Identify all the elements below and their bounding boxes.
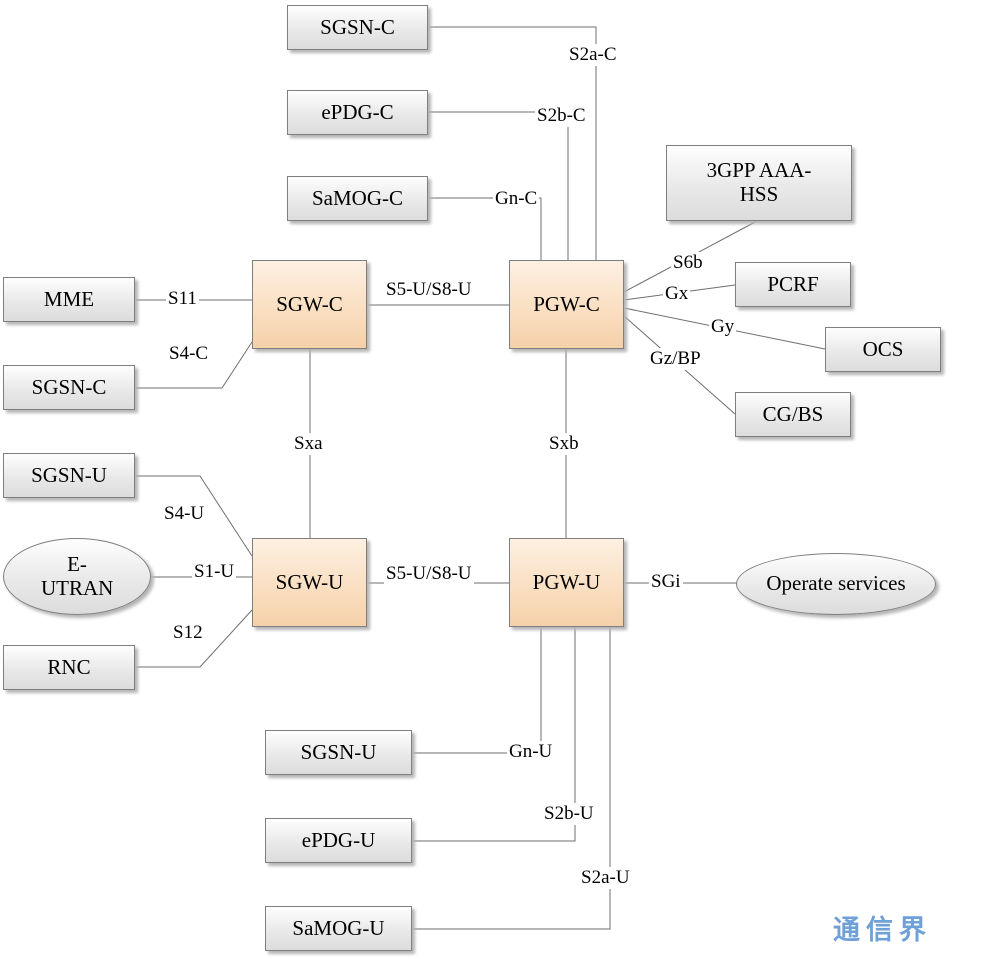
node-sgw-u-label: SGW-U [275, 569, 344, 594]
node-operate-services-label: Operate services [766, 571, 906, 596]
link-label-gy: Gy [709, 316, 737, 338]
connector-epdg-c-pgw-c [427, 111, 569, 260]
node-e-utran-label: E-UTRAN [41, 551, 114, 600]
node-sgsn-u-bottom: SGSN-U [265, 730, 412, 775]
link-label-sxb: Sxb [547, 433, 581, 455]
connector-samog-c-pgw-c [427, 197, 542, 260]
link-label-s5s8-c: S5-U/S8-U [384, 279, 474, 301]
node-e-utran: E-UTRAN [3, 538, 151, 615]
link-label-sxa: Sxa [292, 433, 325, 455]
link-label-s2b-c: S2b-C [535, 105, 588, 127]
node-samog-c: SaMOG-C [287, 176, 428, 221]
node-epdg-u-label: ePDG-U [301, 827, 376, 852]
watermark-text: 通信界 [833, 915, 932, 945]
link-label-s1-u: S1-U [192, 561, 237, 583]
node-rnc: RNC [3, 645, 135, 690]
link-label-s11: S11 [166, 288, 199, 310]
link-label-gz-bp: Gz/BP [648, 348, 703, 370]
link-label-s2b-u: S2b-U [542, 803, 596, 825]
node-sgsn-u-bottom-label: SGSN-U [300, 739, 377, 764]
node-sgw-c-label: SGW-C [276, 291, 343, 316]
link-label-sgi: SGi [649, 571, 683, 593]
node-sgsn-c-left: SGSN-C [3, 365, 135, 410]
link-label-s2a-u: S2a-U [579, 867, 632, 889]
node-pcrf: PCRF [735, 262, 851, 307]
link-label-gn-u: Gn-U [507, 741, 555, 763]
connector-samog-u-pgw-u [412, 627, 611, 930]
node-sgsn-c-top-label: SGSN-C [320, 14, 395, 39]
node-cg-bs: CG/BS [735, 392, 851, 437]
link-label-gn-c: Gn-C [493, 188, 540, 210]
node-pgw-u-label: PGW-U [532, 569, 601, 594]
node-sgsn-c-left-label: SGSN-C [31, 374, 107, 399]
node-3gpp-aaa-hss: 3GPP AAA-HSS [666, 145, 852, 221]
link-label-s6b: S6b [671, 252, 705, 274]
link-label-gx: Gx [663, 283, 691, 305]
node-pcrf-label: PCRF [767, 271, 819, 296]
connector-sgsn-u-left-sgw-u [135, 475, 253, 557]
node-epdg-u: ePDG-U [265, 818, 412, 863]
connector-sgsn-c-top-pgw-c [427, 26, 597, 260]
node-3gpp-aaa-hss-label: 3GPP AAA-HSS [706, 158, 812, 206]
node-ocs: OCS [825, 327, 941, 372]
node-pgw-c: PGW-C [509, 260, 624, 349]
link-label-s2a-c: S2a-C [567, 44, 619, 66]
node-samog-u: SaMOG-U [265, 906, 412, 951]
node-sgsn-u-left: SGSN-U [3, 453, 135, 498]
node-sgsn-c-top: SGSN-C [287, 5, 428, 50]
node-samog-c-label: SaMOG-C [311, 185, 403, 210]
node-epdg-c-label: ePDG-C [321, 99, 394, 124]
node-pgw-c-label: PGW-C [533, 291, 600, 316]
node-operate-services: Operate services [736, 553, 936, 615]
node-sgw-u: SGW-U [252, 538, 367, 627]
connector-sgsn-c-left-sgw-c [135, 341, 253, 389]
connector-rnc-sgw-u [135, 609, 253, 668]
node-pgw-u: PGW-U [509, 538, 624, 627]
node-mme-label: MME [43, 286, 95, 311]
connector-sgsn-u-bottom-pgw-u [412, 627, 542, 754]
node-sgw-c: SGW-C [252, 260, 367, 349]
link-label-s5s8-u: S5-U/S8-U [384, 563, 474, 585]
connector-epdg-u-pgw-u [412, 627, 576, 842]
node-samog-u-label: SaMOG-U [292, 915, 385, 940]
link-label-s12: S12 [171, 622, 205, 644]
node-rnc-label: RNC [47, 654, 91, 679]
node-mme: MME [3, 277, 135, 322]
node-ocs-label: OCS [862, 336, 904, 361]
node-sgsn-u-left-label: SGSN-U [31, 462, 107, 487]
node-cg-bs-label: CG/BS [762, 401, 824, 426]
node-epdg-c: ePDG-C [287, 90, 428, 135]
link-label-s4-u: S4-U [162, 503, 207, 525]
link-label-s4-c: S4-C [167, 343, 211, 365]
